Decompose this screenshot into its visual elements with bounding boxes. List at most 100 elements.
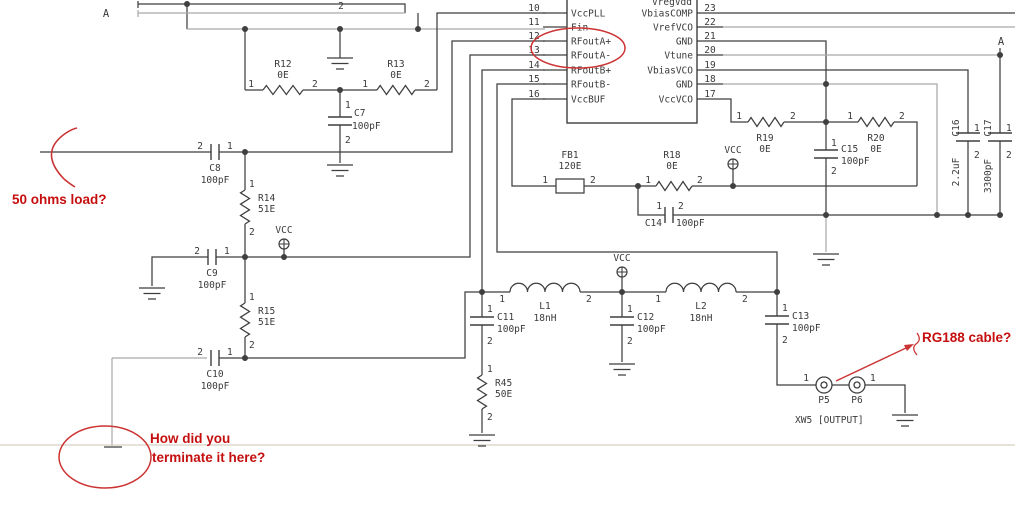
resistor-body	[262, 84, 304, 96]
coax-inner	[853, 381, 861, 389]
R19-pin1: 1	[736, 111, 742, 122]
R15-pin2: 2	[249, 340, 255, 351]
R45-pin1: 1	[487, 364, 493, 375]
ic-pin-number-16: 16	[528, 89, 540, 100]
ic-pin-number-13: 13	[528, 45, 539, 56]
R45-pin2: 2	[487, 412, 493, 423]
ic-pin-name-RFoutB+: RFoutB+	[571, 66, 611, 77]
vcc-cross	[728, 159, 738, 169]
ic-pin-name-RFoutA-: RFoutA-	[571, 51, 611, 62]
L1-value: 18nH	[534, 313, 557, 324]
C14-refdes: C14	[645, 218, 662, 229]
junction-dot	[635, 183, 641, 189]
ic-pin-number-12: 12	[528, 31, 539, 42]
C13-refdes: C13	[792, 311, 809, 322]
R20-refdes: R20	[867, 133, 884, 144]
ic-pin-name-VccBUF: VccBUF	[571, 95, 606, 106]
wire	[637, 186, 665, 216]
net-marker-a-right: A	[998, 36, 1005, 48]
R13-value: 0E	[390, 70, 402, 81]
resistor-body	[376, 84, 416, 96]
C7-refdes: C7	[354, 108, 365, 119]
C8-refdes: C8	[209, 163, 221, 174]
C12-refdes: C12	[637, 312, 654, 323]
ic-pin-number-22: 22	[704, 17, 715, 28]
C11-pin2: 2	[487, 336, 493, 347]
R12-pin2: 2	[312, 79, 318, 90]
C13-pin1: 1	[782, 303, 788, 314]
ground-symbol	[139, 287, 165, 300]
R20-pin1: 1	[847, 111, 853, 122]
ic-pin-number-11: 11	[528, 17, 540, 28]
junction-dot	[242, 355, 248, 361]
R12-refdes: R12	[274, 59, 291, 70]
C7-pin2: 2	[345, 135, 351, 146]
capacitor-plates	[210, 144, 220, 160]
ic-pin-number-19: 19	[704, 60, 716, 71]
ic-pin-name-VbiasCOMP: VbiasCOMP	[642, 9, 694, 20]
P5-pin1: 1	[803, 373, 809, 384]
ic-pin-name-VrefVCO: VrefVCO	[653, 23, 693, 34]
vcc-symbol: VCC	[724, 145, 742, 170]
C11-value: 100pF	[497, 324, 526, 335]
L1-pin1: 1	[499, 294, 505, 305]
FB1-value: 120E	[559, 161, 582, 172]
net-marker-a-left: A	[103, 8, 110, 20]
inductor-body	[665, 282, 737, 293]
junction-dot	[823, 81, 829, 87]
ic-pin-number-21: 21	[704, 31, 716, 42]
junction-dot	[823, 119, 829, 125]
connector-P5: P5 1	[803, 373, 833, 406]
ic-pin-number-15: 15	[528, 74, 539, 85]
ic-pin-number-20: 20	[704, 45, 716, 56]
R18-pin1: 1	[645, 175, 651, 186]
ic-top-partial-label: VregVdd	[652, 0, 692, 8]
junction-dot	[774, 289, 780, 295]
C17-refdes: C17	[983, 119, 994, 136]
cable-arrow-head	[904, 344, 914, 351]
R45-refdes: R45	[495, 378, 512, 389]
C10-refdes: C10	[206, 369, 223, 380]
C16-value: 2.2uF	[951, 157, 962, 186]
C13-value: 100pF	[792, 323, 821, 334]
junction-dot	[479, 289, 485, 295]
C16-pin2: 2	[974, 150, 980, 161]
R13-pin1: 1	[362, 79, 368, 90]
inductor-body	[509, 282, 581, 293]
C8-pin1: 1	[227, 141, 233, 152]
load-brace-mark	[50, 127, 78, 188]
vcc-label: VCC	[724, 145, 741, 156]
C12-value: 100pF	[637, 324, 666, 335]
wire	[481, 69, 545, 292]
C15-pin1: 1	[831, 138, 837, 149]
resistor-body	[239, 189, 251, 225]
termination-circle	[58, 425, 152, 489]
connector-caption: XW5 [OUTPUT]	[795, 415, 864, 426]
loose-label: 2	[338, 1, 344, 12]
C12-pin1: 1	[627, 304, 633, 315]
C11-pin1: 1	[487, 304, 493, 315]
wire	[865, 384, 906, 413]
P5-refdes: P5	[818, 395, 829, 406]
C12-pin2: 2	[627, 336, 633, 347]
coax-inner	[820, 381, 828, 389]
ground-symbol	[469, 434, 495, 447]
capacitor-plates	[956, 132, 980, 142]
C7-value: 100pF	[352, 121, 381, 132]
wire	[219, 40, 545, 153]
C15-pin2: 2	[831, 166, 837, 177]
ic-pin-number-10: 10	[528, 3, 540, 14]
wire	[436, 12, 545, 90]
wire	[776, 324, 816, 386]
C14-pin2: 2	[678, 201, 684, 212]
junction-dot	[242, 254, 248, 260]
